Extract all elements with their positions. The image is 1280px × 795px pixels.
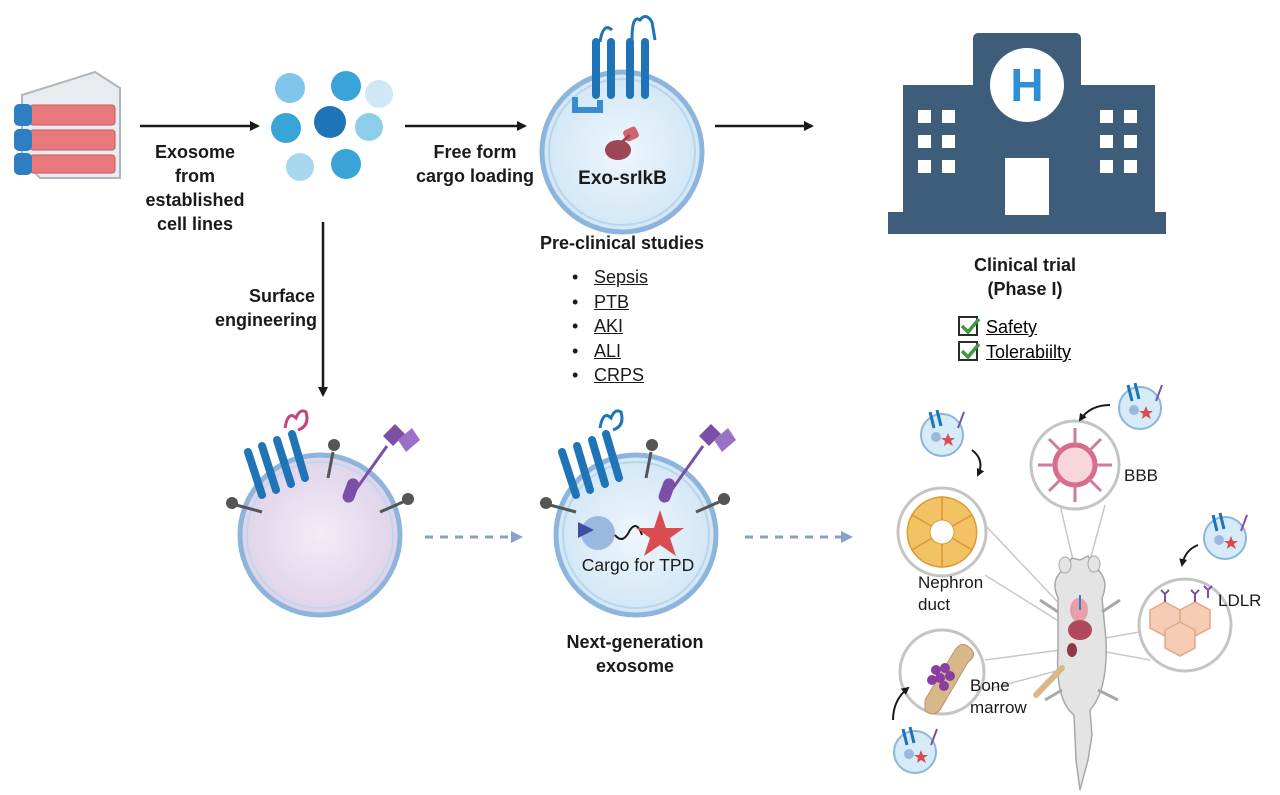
exo-srikb-vesicle [539,15,705,235]
bone-marrow-target-circle [898,628,986,716]
cell-culture-flask-icon [14,70,121,179]
ldlr-target-circle [1137,577,1233,673]
preclinical-title: Pre-clinical studies [539,233,705,253]
bbb-target-circle [1029,419,1121,511]
curved-arrow-icon [892,686,910,721]
surface-engineering-label: Surface engineering [215,286,318,330]
nephron-duct-label: Nephron duct [918,573,984,614]
clinical-trial-title: Clinical trial (Phase I) [973,255,1077,299]
receptor-icon [244,430,309,499]
list-item: ALI [572,339,648,364]
engineered-exosome-vesicle [226,409,420,618]
preclinical-list: Sepsis PTB AKI ALI CRPS [572,265,648,388]
exo-name-label: Exo-srIkB [578,168,667,189]
hospital-letter: H [1010,59,1044,111]
srikb-cargo-icon [605,126,639,160]
cargo-tpd-label: Cargo for TPD [581,555,695,575]
next-generation-exosome-vesicle [540,409,736,618]
checkmark-icon [958,341,981,362]
safety-check-item: Safety [958,315,1037,339]
purple-ligand-icon [342,424,420,503]
tolerability-check-item: Tolerabiilty [958,340,1071,364]
pin-receptor-icon [226,439,414,514]
receptor-icon [592,38,649,99]
curved-arrow-icon [1179,544,1199,567]
nephron-target-circle [896,486,988,578]
list-item: CRPS [572,363,648,388]
mini-exosome-icon [920,409,965,457]
next-gen-title: Next-generation exosome [566,632,704,676]
checkmark-icon [958,316,981,337]
list-item: PTB [572,290,648,315]
bone-marrow-label: Bone marrow [970,676,1027,717]
receptor-icon [558,430,623,499]
list-item: Sepsis [572,265,648,290]
hospital-icon [888,33,1166,234]
ldlr-label: LDLR [1218,591,1262,610]
list-item: AKI [572,314,648,339]
tpd-cargo-icon [578,510,684,556]
mini-exosome-icon [1118,382,1163,430]
cargo-loading-label: Free form cargo loading [415,142,534,186]
mini-exosome-icon [1203,512,1248,560]
mouse-icon [1033,555,1121,791]
exosome-cluster-icon [271,71,393,181]
curved-arrow-icon [971,449,985,477]
bbb-label: BBB [1124,466,1159,485]
purple-ligand-icon [658,424,736,503]
mini-exosome-icon [893,726,938,774]
exosome-source-label: Exosome from established cell lines [145,142,245,234]
binding-domain-icon [572,97,603,113]
curved-arrow-icon [1078,404,1111,422]
pin-receptor-icon [540,439,730,514]
